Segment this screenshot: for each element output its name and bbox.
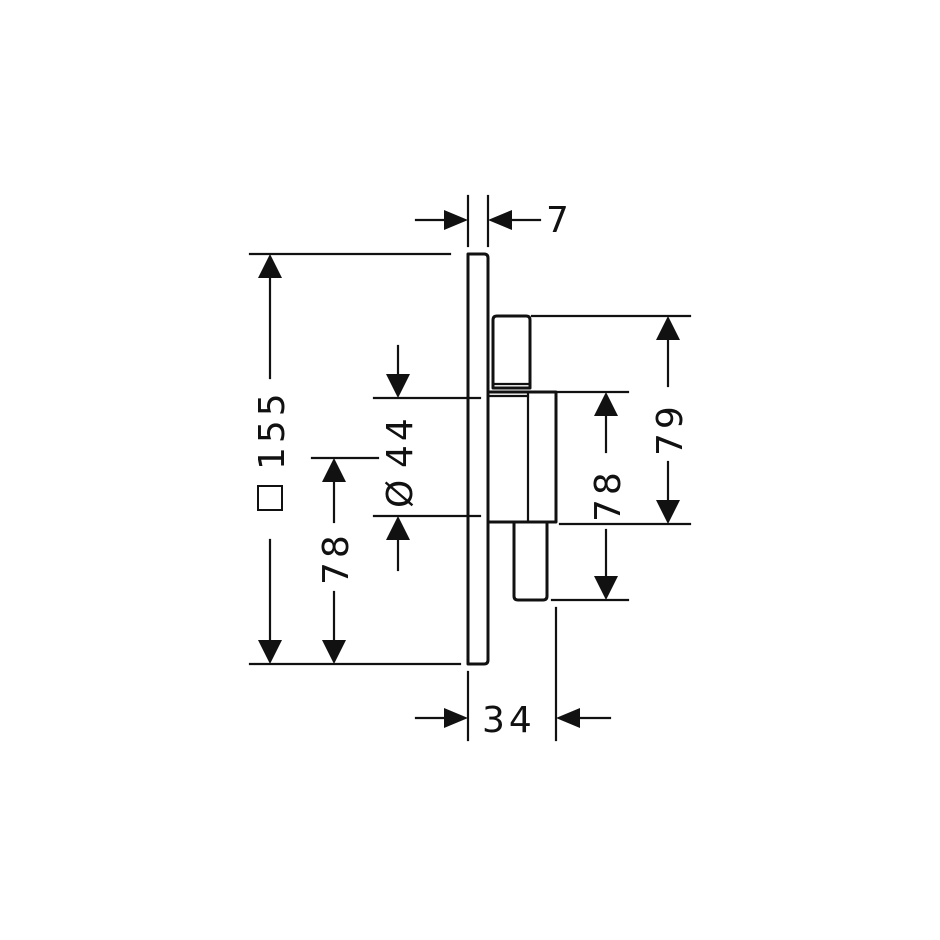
dim-hub-diameter-label: 44 bbox=[380, 414, 421, 468]
dim-hub-block-height-label-group: 78 bbox=[588, 468, 629, 522]
plate-outline bbox=[466, 252, 490, 666]
dim-lower-offset-left bbox=[310, 456, 380, 664]
dim-total-depth-label: 34 bbox=[482, 700, 536, 741]
diameter-symbol-icon: Ø bbox=[380, 476, 421, 508]
square-symbol-icon bbox=[257, 485, 283, 511]
dim-hub-block-height bbox=[550, 390, 630, 602]
dim-hub-diameter bbox=[372, 344, 482, 572]
dim-lower-offset-left-label: 78 bbox=[316, 531, 357, 585]
lower-knob-outline bbox=[512, 520, 549, 602]
dim-total-depth bbox=[414, 606, 612, 742]
dim-plate-size-label: 155 bbox=[252, 389, 293, 470]
dim-lower-offset-left-label-group: 78 bbox=[316, 531, 357, 585]
hub-body-outline bbox=[486, 390, 558, 524]
dim-hub-block-height-label: 78 bbox=[588, 468, 629, 522]
upper-knob-outline bbox=[491, 314, 532, 390]
dim-hub-diameter-label-group: Ø 44 bbox=[380, 414, 421, 508]
dim-plate-thickness bbox=[414, 194, 542, 248]
dim-upper-knob-height-label: 79 bbox=[650, 402, 691, 456]
dim-plate-thickness-label: 7 bbox=[546, 200, 573, 241]
dim-plate-size-label-group: 155 bbox=[252, 389, 293, 511]
dim-plate-size bbox=[248, 252, 462, 666]
dim-upper-knob-height-label-group: 79 bbox=[650, 402, 691, 456]
dim-upper-knob-height bbox=[530, 314, 692, 526]
